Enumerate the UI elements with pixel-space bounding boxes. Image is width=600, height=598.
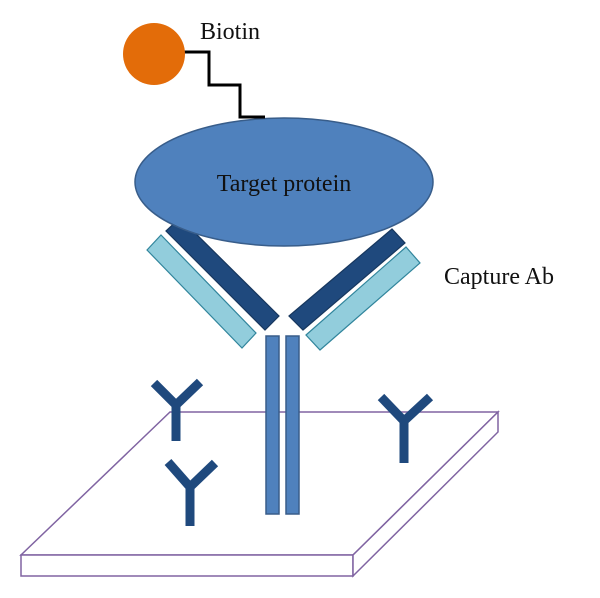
surface-front: [20, 554, 354, 577]
target-protein-label: Target protein: [217, 171, 352, 197]
capture-ab-label: Capture Ab: [444, 264, 554, 290]
surface-antibody-bottom: [164, 459, 219, 526]
surface-side: [352, 410, 499, 578]
target-protein-ellipse: [134, 117, 434, 247]
biotin-circle: [123, 23, 185, 85]
stem-right-chain: [285, 335, 300, 515]
target-protein: Target protein: [134, 117, 434, 247]
surface-plate: [19, 410, 500, 578]
right-heavy-chain: [288, 228, 406, 331]
right-light-chain: [305, 246, 421, 351]
capture-antibody-right-arm: [288, 228, 421, 351]
surface-antibody-left: [150, 378, 204, 441]
left-light-chain: [146, 234, 257, 349]
biotin-linker: [184, 50, 265, 119]
stem-left-chain: [265, 335, 280, 515]
biotin-label: Biotin: [200, 19, 260, 45]
capture-antibody-stem: [265, 335, 300, 515]
surface-antibody-right: [377, 393, 434, 463]
